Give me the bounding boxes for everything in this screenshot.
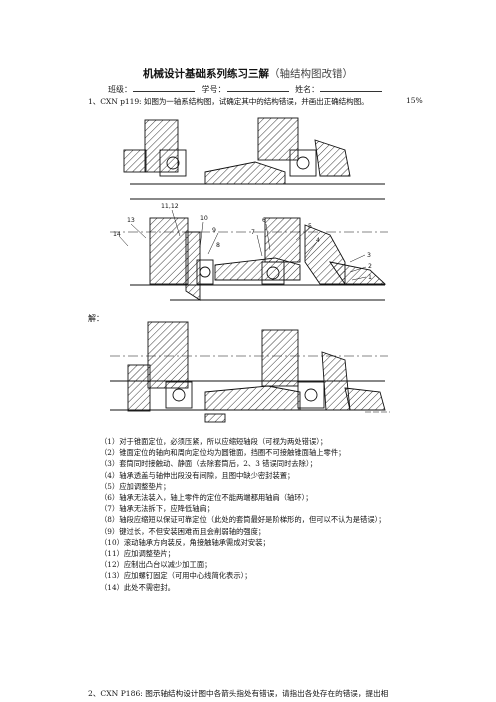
class-field[interactable]: [133, 83, 195, 92]
figure1-label-7: 7: [251, 229, 255, 236]
answer-item-8: （8）轴段应缩短以保证可靠定位（此处的套筒最好是阶梯形的，但可以不认为是错误）；: [100, 515, 386, 525]
student-info: 班级： 学号： 姓名：: [108, 83, 386, 95]
student-id-label: 学号：: [201, 85, 226, 94]
answer-item-4: （4）轴承透盖与轴伸出段没有间隙，且图中缺少密封装置；: [100, 470, 295, 480]
answer-item-14: （14）此处不需密封。: [100, 582, 175, 592]
answer-item-3: （3）套筒同时接触动、静面（去除套筒后，2、3 错误同时去除）；: [100, 459, 317, 469]
figure1-label-10: 10: [200, 215, 208, 222]
name-field[interactable]: [320, 83, 383, 92]
figure1-label-11-12: 11,12: [161, 203, 179, 210]
figure1-label-6: 6: [262, 217, 266, 224]
answer-item-7: （7）轴承无法拆下，应降低轴肩；: [100, 504, 215, 514]
question-1-points: 15%: [406, 96, 423, 105]
question-1-text: 1、CXN p119: 如图为一轴系结构图，试确定其中的结构错误，并画出正确结构…: [88, 97, 369, 106]
figure1-label-14: 14: [113, 231, 121, 238]
answer-list: （1）对于锥面定位，必须压紧，所以应缩短轴段（可视为两处错误）； （2）锥面定位…: [100, 436, 386, 593]
answer-item-13: （13）应加螺钉固定（可用中心线简化表示）；: [100, 571, 252, 581]
answer-item-5: （5）应加调整垫片；: [100, 481, 171, 491]
figure1-label-13: 13: [127, 217, 135, 224]
answer-item-9: （9）键过长，不但安装困难而且会削弱轴的强度；: [100, 526, 266, 536]
title-main: 机械设计基础系列练习三解: [143, 68, 269, 80]
answer-item-2: （2）锥面定位的轴向和周向定位均为圆锥面，挡圈不可接触锥面轴上零件；: [100, 448, 346, 458]
title-sub: （轴结构图改错）: [269, 68, 353, 80]
figure1-label-2: 2: [368, 263, 372, 270]
answer-item-10: （10）滚动轴承方向装反，角接触轴承需成对安装；: [100, 537, 270, 547]
figure1-label-4: 4: [316, 237, 320, 244]
gear-section: [149, 217, 189, 285]
answer-item-12: （12）应制出凸台以减少加工面；: [100, 560, 212, 570]
figure1-label-8: 8: [216, 242, 220, 249]
figure1-label-5: 5: [308, 223, 312, 230]
student-id-field[interactable]: [226, 83, 289, 92]
question-2-text: 2、CXN P186: 图示轴结构设计图中各箭头指处有错误，请指出各处存在的错误…: [88, 689, 389, 698]
answer-label: 解：: [88, 314, 104, 323]
answer-item-11: （11）应加调整垫片；: [100, 549, 175, 559]
figure1-label-9: 9: [212, 227, 216, 234]
figure1-label-1: 1: [368, 274, 372, 281]
page-title: 机械设计基础系列练习三解（轴结构图改错）: [0, 66, 496, 81]
answer-item-6: （6）轴承无法装入，轴上零件的定位不能两端都用轴肩（轴环）；: [100, 493, 313, 503]
right-housing: [257, 117, 299, 161]
name-label: 姓名：: [295, 85, 320, 94]
figure1-label-3: 3: [367, 252, 371, 259]
answer-item-1: （1）对于锥面定位，必须压紧，所以应缩短轴段（可视为两处错误）；: [100, 437, 328, 446]
question-1: 1、CXN p119: 如图为一轴系结构图，试确定其中的结构错误，并画出正确结构…: [88, 96, 423, 107]
left-housing: [144, 119, 179, 173]
class-label: 班级：: [108, 85, 132, 94]
